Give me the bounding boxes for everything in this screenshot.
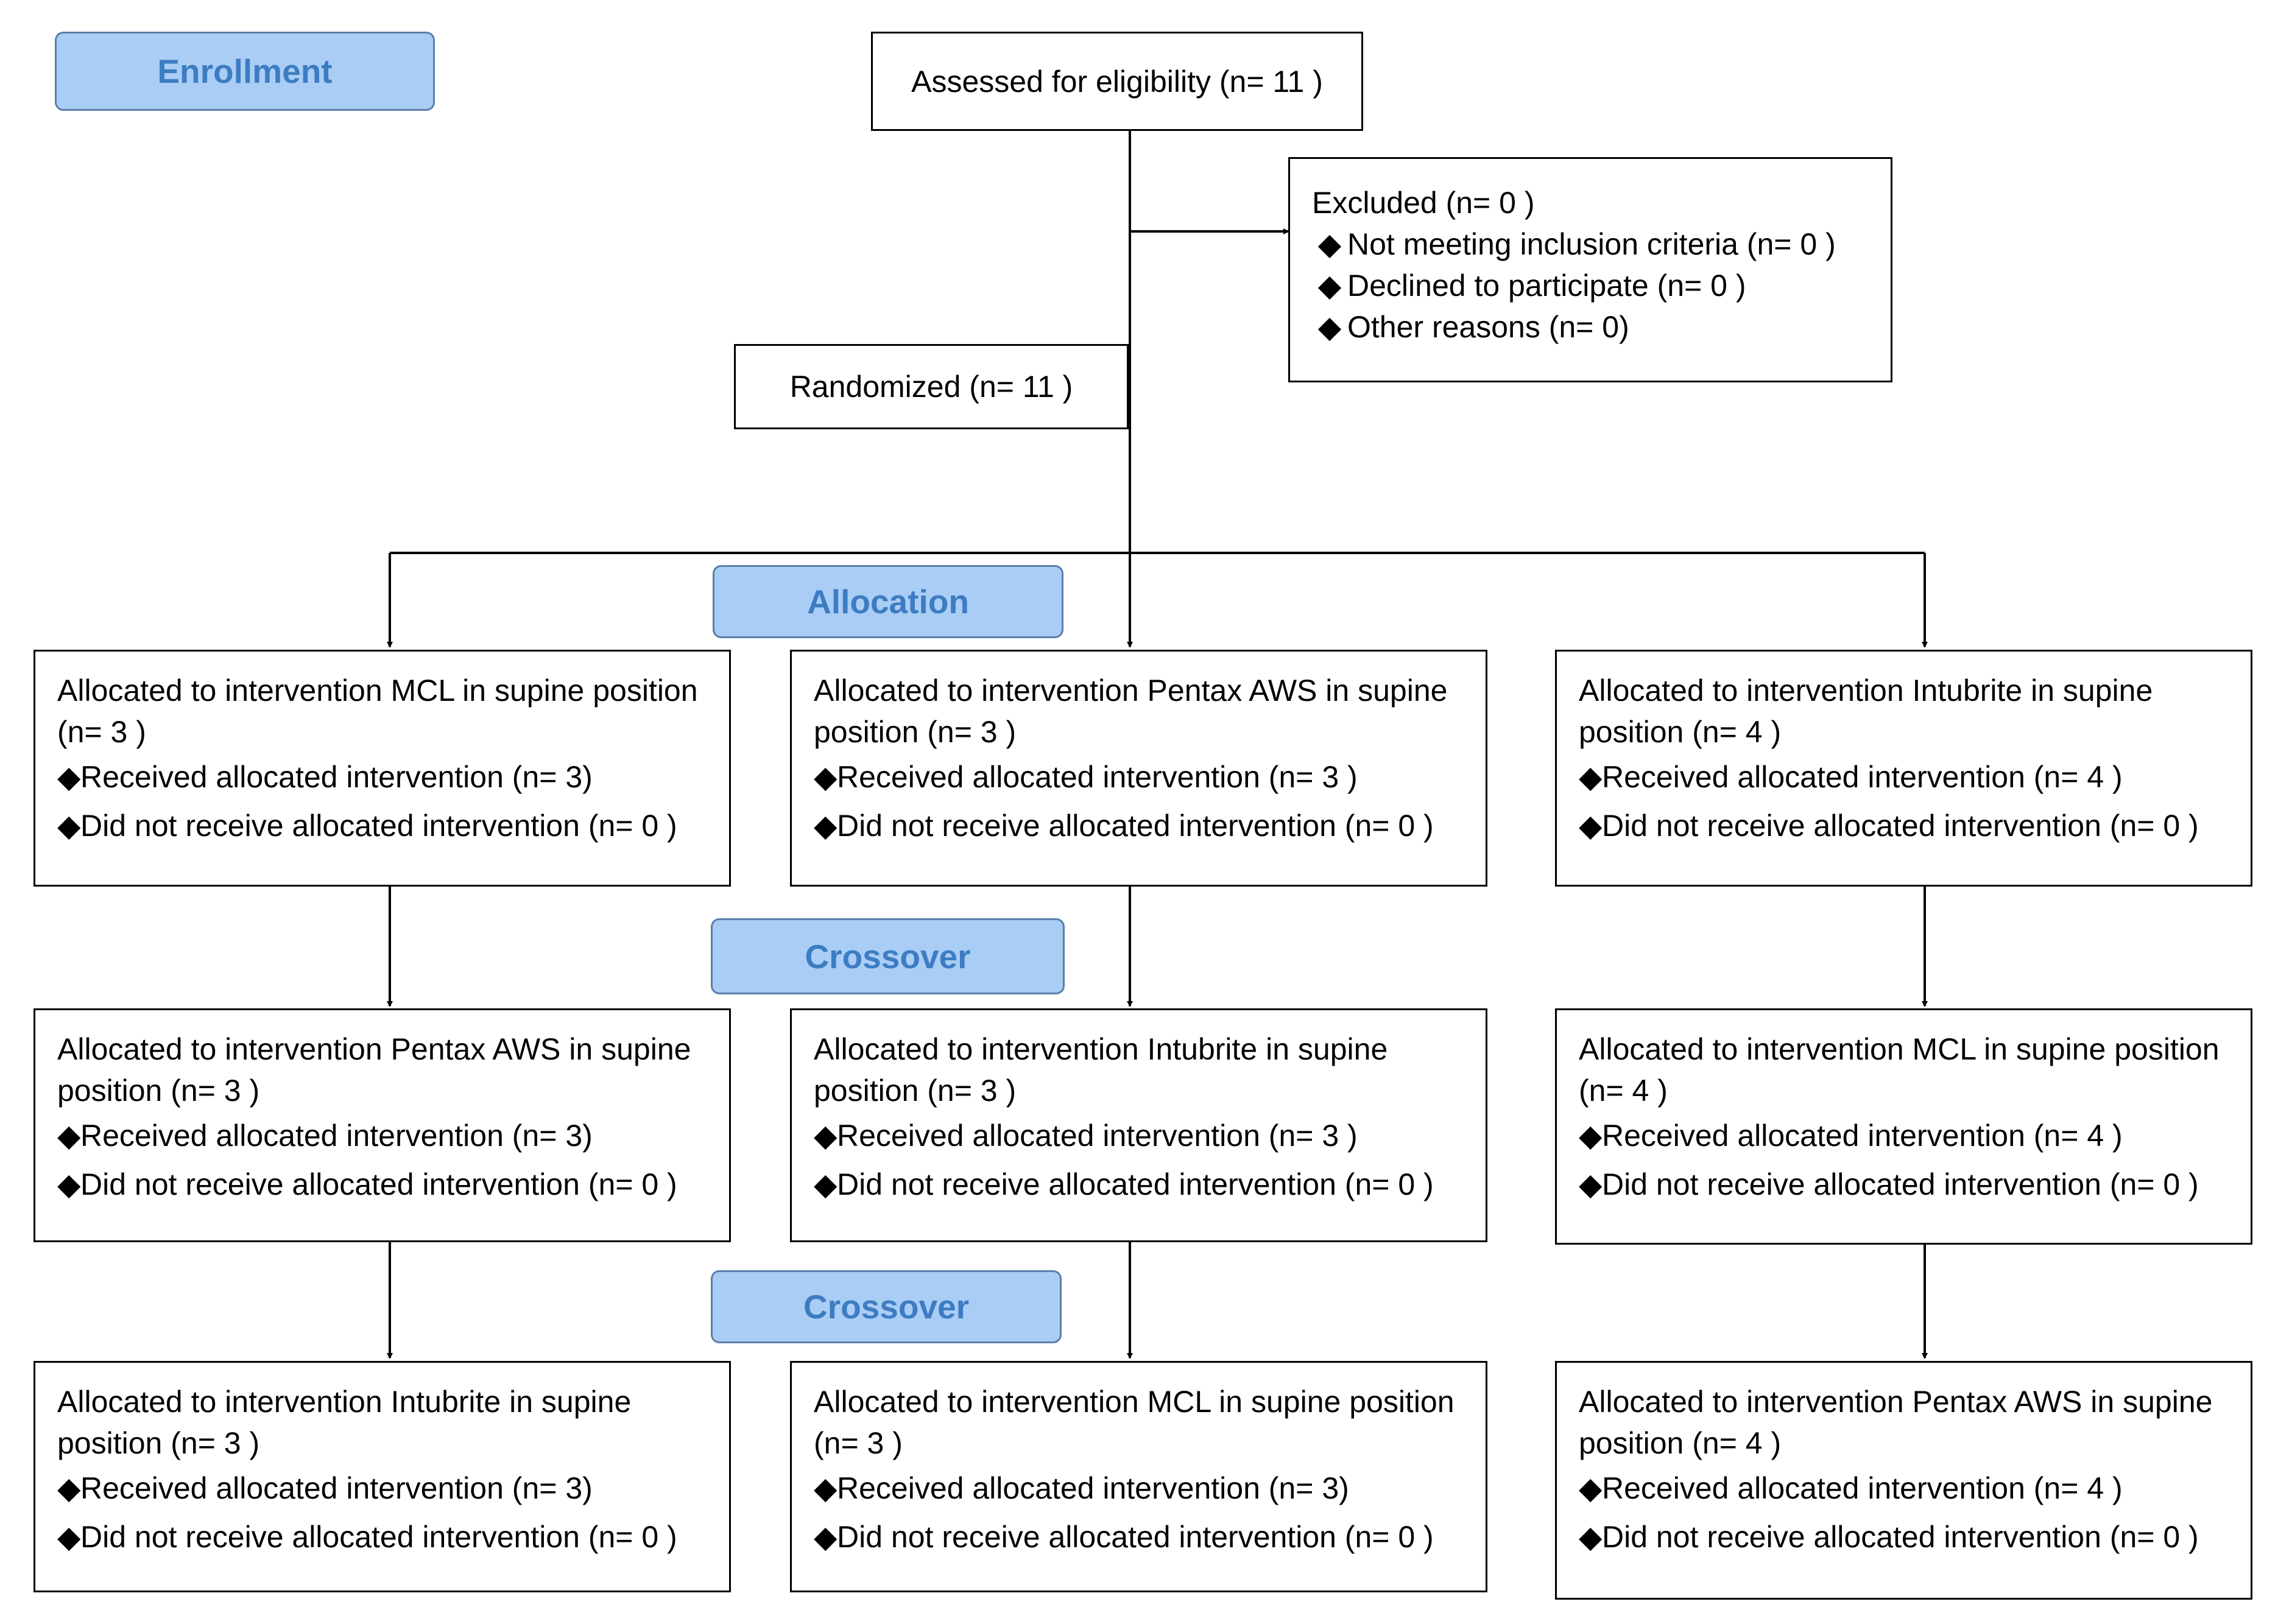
not-received-item: ◆Did not receive allocated intervention …	[57, 1160, 707, 1209]
excluded-title: Excluded (n= 0 )	[1312, 186, 1535, 220]
arm-title: Allocated to intervention Intubrite in s…	[814, 1032, 1388, 1108]
arm-title: Allocated to intervention MCL in supine …	[57, 673, 698, 749]
bullet-icon: ◆	[814, 760, 838, 794]
arm-box-row1-col3: Allocated to intervention Intubrite in s…	[1555, 650, 2252, 887]
arm-title: Allocated to intervention MCL in supine …	[1579, 1032, 2220, 1108]
bullet-icon: ◆	[1317, 310, 1342, 344]
bullet-icon: ◆	[814, 1167, 838, 1201]
arm-box-row1-col2: Allocated to intervention Pentax AWS in …	[790, 650, 1487, 887]
bullet-icon: ◆	[1579, 760, 1603, 794]
randomized-text: Randomized (n= 11 )	[789, 370, 1073, 404]
bullet-icon: ◆	[1317, 269, 1342, 303]
arm-title: Allocated to intervention MCL in supine …	[814, 1385, 1455, 1460]
received-item: ◆Received allocated intervention (n= 4 )	[1579, 1111, 2229, 1160]
not-received-item: ◆Did not receive allocated intervention …	[814, 801, 1464, 850]
crossover-stage-label-2: Crossover	[711, 1270, 1062, 1343]
received-item: ◆Received allocated intervention (n= 4 )	[1579, 753, 2229, 801]
bullet-icon: ◆	[57, 1167, 81, 1201]
bullet-icon: ◆	[1579, 809, 1603, 843]
bullet-icon: ◆	[1317, 227, 1342, 261]
bullet-icon: ◆	[57, 1471, 81, 1505]
excluded-item: ◆Declined to participate (n= 0 )	[1312, 265, 1869, 306]
arm-box-row3-col1: Allocated to intervention Intubrite in s…	[34, 1361, 731, 1592]
randomized-box: Randomized (n= 11 )	[734, 344, 1129, 429]
bullet-icon: ◆	[814, 1471, 838, 1505]
not-received-item: ◆Did not receive allocated intervention …	[57, 801, 707, 850]
received-item: ◆Received allocated intervention (n= 3)	[814, 1464, 1464, 1513]
bullet-icon: ◆	[1579, 1520, 1603, 1554]
received-item: ◆Received allocated intervention (n= 4 )	[1579, 1464, 2229, 1513]
bullet-icon: ◆	[1579, 1471, 1603, 1505]
not-received-item: ◆Did not receive allocated intervention …	[814, 1513, 1464, 1561]
bullet-icon: ◆	[814, 1520, 838, 1554]
not-received-item: ◆Did not receive allocated intervention …	[1579, 1160, 2229, 1209]
arm-title: Allocated to intervention Pentax AWS in …	[1579, 1385, 2213, 1460]
not-received-item: ◆Did not receive allocated intervention …	[814, 1160, 1464, 1209]
assessed-box: Assessed for eligibility (n= 11 )	[871, 32, 1363, 131]
assessed-text: Assessed for eligibility (n= 11 )	[911, 64, 1323, 99]
bullet-icon: ◆	[57, 809, 81, 843]
arm-box-row2-col1: Allocated to intervention Pentax AWS in …	[34, 1008, 731, 1242]
enrollment-stage-label: Enrollment	[55, 32, 435, 111]
arm-box-row2-col2: Allocated to intervention Intubrite in s…	[790, 1008, 1487, 1242]
not-received-item: ◆Did not receive allocated intervention …	[1579, 801, 2229, 850]
excluded-box: Excluded (n= 0 ) ◆Not meeting inclusion …	[1288, 157, 1892, 382]
bullet-icon: ◆	[57, 760, 81, 794]
not-received-item: ◆Did not receive allocated intervention …	[57, 1513, 707, 1561]
bullet-icon: ◆	[57, 1119, 81, 1153]
bullet-icon: ◆	[57, 1520, 81, 1554]
arm-box-row3-col2: Allocated to intervention MCL in supine …	[790, 1361, 1487, 1592]
received-item: ◆Received allocated intervention (n= 3)	[57, 1464, 707, 1513]
arm-title: Allocated to intervention Pentax AWS in …	[57, 1032, 691, 1108]
arm-title: Allocated to intervention Intubrite in s…	[1579, 673, 2153, 749]
received-item: ◆Received allocated intervention (n= 3 )	[814, 753, 1464, 801]
excluded-item: ◆Not meeting inclusion criteria (n= 0 )	[1312, 223, 1869, 265]
arm-box-row2-col3: Allocated to intervention MCL in supine …	[1555, 1008, 2252, 1245]
bullet-icon: ◆	[1579, 1119, 1603, 1153]
bullet-icon: ◆	[814, 1119, 838, 1153]
not-received-item: ◆Did not receive allocated intervention …	[1579, 1513, 2229, 1561]
allocation-stage-label: Allocation	[713, 565, 1063, 638]
bullet-icon: ◆	[1579, 1167, 1603, 1201]
arm-box-row1-col1: Allocated to intervention MCL in supine …	[34, 650, 731, 887]
arm-box-row3-col3: Allocated to intervention Pentax AWS in …	[1555, 1361, 2252, 1600]
excluded-item: ◆Other reasons (n= 0)	[1312, 306, 1869, 348]
bullet-icon: ◆	[814, 809, 838, 843]
received-item: ◆Received allocated intervention (n= 3)	[57, 753, 707, 801]
arm-title: Allocated to intervention Pentax AWS in …	[814, 673, 1448, 749]
arm-title: Allocated to intervention Intubrite in s…	[57, 1385, 632, 1460]
received-item: ◆Received allocated intervention (n= 3)	[57, 1111, 707, 1160]
crossover-stage-label-1: Crossover	[711, 918, 1065, 994]
received-item: ◆Received allocated intervention (n= 3 )	[814, 1111, 1464, 1160]
